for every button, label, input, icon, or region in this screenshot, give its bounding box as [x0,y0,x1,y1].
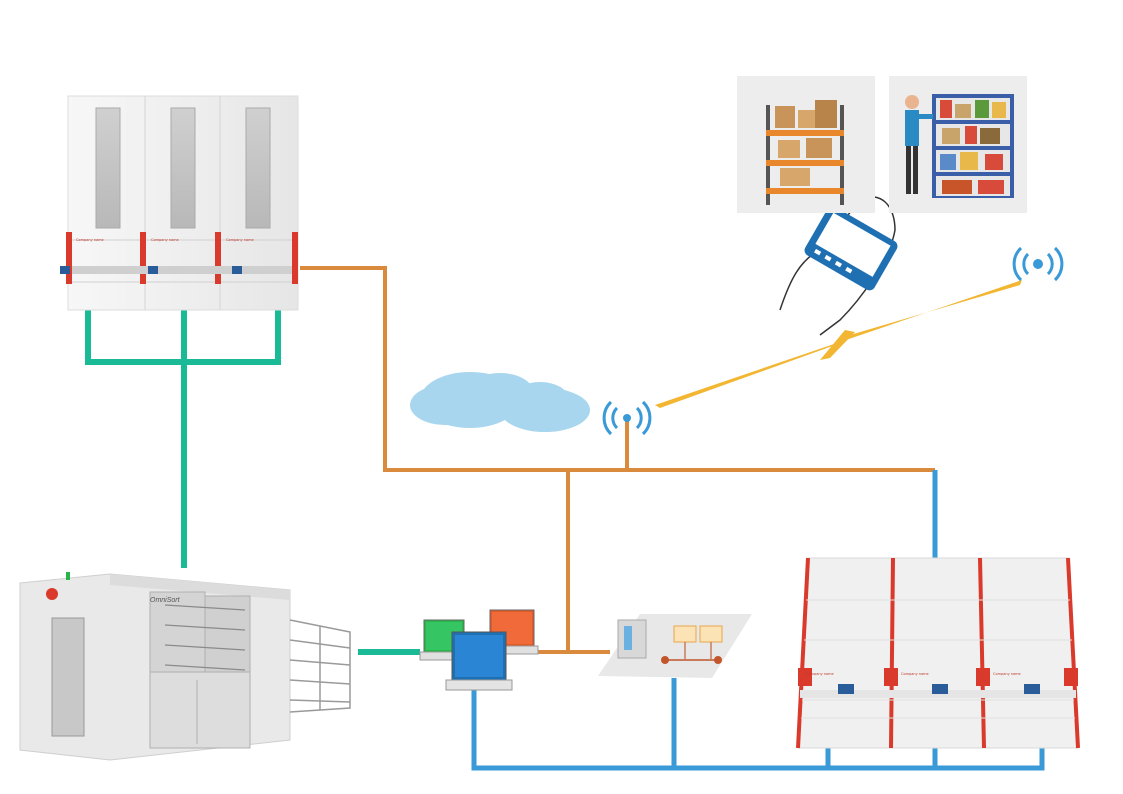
wifi-signal-icon [1012,246,1064,282]
teal-connections [85,310,420,655]
computers-icon [419,609,539,691]
wifi-antenna-icon [602,400,652,436]
svg-text:Company name: Company name [901,672,929,676]
top-left-storage-unit: Company name Company name Company name [60,95,299,311]
network-server-icon [598,614,752,678]
sorter-machine: OmniSort [19,572,351,761]
shelves-icon [737,76,875,213]
svg-text:Company name: Company name [806,672,834,676]
cloud-icon [410,372,590,432]
lightning-bolt-icon [655,280,1022,408]
worker-shelves-icon [889,76,1027,213]
orange-connections [300,266,935,654]
svg-text:Company name: Company name [993,672,1021,676]
tablet-hand-icon [779,196,898,336]
svg-text:Company name: Company name [76,238,104,242]
bottom-right-storage-unit: Company name Company name Company name [796,557,1080,749]
svg-text:Company name: Company name [226,238,254,242]
svg-text:Company name: Company name [151,238,179,242]
sorter-brand-label: OmniSort [150,597,181,604]
blue-connections [471,470,1045,771]
